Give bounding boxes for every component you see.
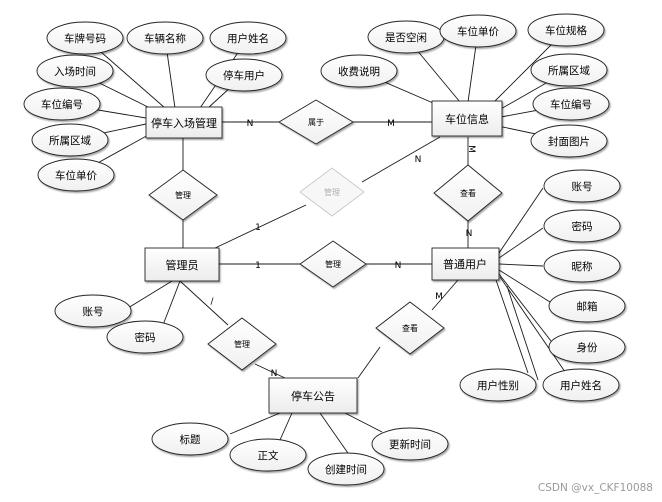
attr-notice-updated-time: 更新时间: [371, 427, 449, 461]
attr-space-unit-price: 车位单价: [439, 14, 517, 48]
attr-label: 密码: [135, 331, 156, 344]
attr-label: 车辆名称: [144, 32, 186, 45]
entity-boxes: 停车入场管理 车位信息 管理员 普通用户 停车公告: [144, 100, 503, 414]
cardinality-admin-notice-1: /: [210, 297, 214, 307]
attr-entry-parking-user: 停车用户: [205, 58, 283, 92]
cardinality-admin-user-n: N: [395, 261, 402, 271]
attr-entry-plate-number: 车牌号码: [46, 21, 124, 55]
attr-label: 用户姓名: [227, 32, 269, 45]
rel-admin-manage-notice: 管理: [207, 317, 277, 371]
cardinality-admin-space-1: 1: [255, 223, 261, 233]
attr-label: 更新时间: [389, 438, 431, 451]
entity-label: 管理员: [166, 258, 199, 272]
rel-label: 查看: [402, 323, 418, 333]
attr-entry-unit-price: 车位单价: [37, 158, 115, 192]
entity-admin: 管理员: [144, 247, 220, 282]
entity-label: 普通用户: [443, 257, 487, 271]
attr-notice-created-time: 创建时间: [307, 452, 385, 486]
entity-parking-entry: 停车入场管理: [145, 106, 223, 139]
attr-admin-account: 账号: [54, 294, 132, 328]
attr-label: 收费说明: [338, 65, 380, 78]
entity-label: 车位信息: [445, 112, 489, 126]
attr-label: 账号: [83, 306, 104, 318]
attr-label: 账号: [572, 181, 593, 193]
attr-label: 入场时间: [54, 65, 96, 78]
attr-notice-title: 标题: [151, 422, 229, 456]
rel-admin-manage-entry: 管理: [148, 169, 218, 221]
entity-label: 停车入场管理: [151, 116, 217, 130]
attr-label: 用户性别: [477, 379, 519, 392]
watermark-text: CSDN @vx_CKF10088: [538, 482, 653, 494]
attr-label: 所属区域: [548, 64, 590, 77]
rel-user-view-space: 查看: [433, 164, 503, 222]
attr-label: 所属区域: [49, 134, 91, 147]
cardinality-belongs-left: N: [247, 119, 254, 129]
cardinality-user-notice-m: M: [435, 292, 443, 302]
attr-notice-body: 正文: [229, 438, 307, 472]
attr-space-fee-description: 收费说明: [320, 54, 398, 88]
attr-entry-user-name: 用户姓名: [209, 21, 287, 55]
cardinality-notice-admin: N: [271, 369, 278, 379]
entity-user: 普通用户: [431, 247, 500, 281]
attr-space-area: 所属区域: [530, 53, 608, 87]
attr-label: 标题: [180, 434, 201, 446]
rel-label: 管理: [324, 187, 340, 197]
attr-user-name: 用户姓名: [542, 368, 620, 402]
attr-entry-area: 所属区域: [31, 123, 109, 157]
rel-admin-manage-user: 管理: [299, 240, 367, 288]
attr-label: 车位单价: [55, 169, 97, 182]
rel-label: 管理: [234, 339, 250, 349]
attr-space-vacant: 是否空闲: [367, 20, 445, 54]
attr-entry-space-number: 车位编号: [23, 87, 101, 121]
attr-admin-password: 密码: [106, 320, 184, 354]
attr-user-gender: 用户性别: [459, 368, 537, 402]
rel-label: 管理: [325, 259, 341, 269]
attr-label: 身份: [577, 341, 598, 354]
attr-user-account: 账号: [543, 169, 621, 203]
attr-label: 密码: [572, 220, 593, 233]
attr-user-identity: 身份: [548, 330, 626, 364]
rel-label: 查看: [460, 188, 476, 198]
attr-user-nickname: 昵称: [543, 249, 621, 283]
attr-label: 封面图片: [548, 135, 590, 148]
cardinality-admin-space-n: N: [415, 155, 422, 165]
rel-label: 属于: [308, 118, 324, 127]
attr-entry-vehicle-name: 车辆名称: [126, 21, 204, 55]
rel-label: 管理: [175, 190, 191, 200]
relationship-diamonds: 属于 管理 管理 查看 管理 管理 查看: [148, 99, 503, 371]
attr-label: 车牌号码: [64, 32, 106, 45]
cardinality-view-space-top: M: [466, 145, 476, 153]
attr-label: 昵称: [572, 260, 593, 273]
attr-space-number: 车位编号: [532, 87, 610, 121]
cardinality-view-space-bottom: N: [466, 229, 473, 239]
cardinality-admin-user-1: 1: [255, 261, 261, 271]
attr-space-cover-image: 封面图片: [530, 124, 608, 158]
attr-label: 正文: [258, 449, 279, 462]
cardinality-labels: N M M N 1 N 1 N / M N: [210, 119, 476, 379]
entity-label: 停车公告: [291, 389, 335, 403]
attr-label: 创建时间: [325, 463, 367, 476]
attr-label: 邮箱: [577, 300, 598, 313]
rel-user-view-notice: 查看: [375, 301, 445, 355]
attribute-ellipses: 车牌号码 车辆名称 用户姓名 入场时间 停车用户 车位编号 所属区域 车位单价: [23, 13, 626, 486]
attr-label: 停车用户: [223, 69, 265, 82]
entity-space-info: 车位信息: [431, 100, 503, 137]
rel-belongs: 属于: [278, 99, 354, 145]
attr-label: 是否空闲: [385, 31, 427, 44]
attr-label: 车位编号: [41, 98, 83, 111]
attr-label: 用户姓名: [560, 379, 602, 392]
attr-entry-time: 入场时间: [36, 54, 114, 88]
attr-label: 车位单价: [457, 25, 499, 38]
attr-user-email: 邮箱: [548, 289, 626, 323]
attr-label: 车位规格: [545, 24, 587, 37]
attr-space-spec: 车位规格: [527, 13, 605, 47]
rel-admin-manage-space: 管理: [299, 167, 365, 217]
attr-user-password: 密码: [543, 209, 621, 243]
attr-label: 车位编号: [550, 98, 592, 111]
entity-notice: 停车公告: [268, 377, 358, 414]
cardinality-belongs-right: M: [387, 119, 395, 129]
